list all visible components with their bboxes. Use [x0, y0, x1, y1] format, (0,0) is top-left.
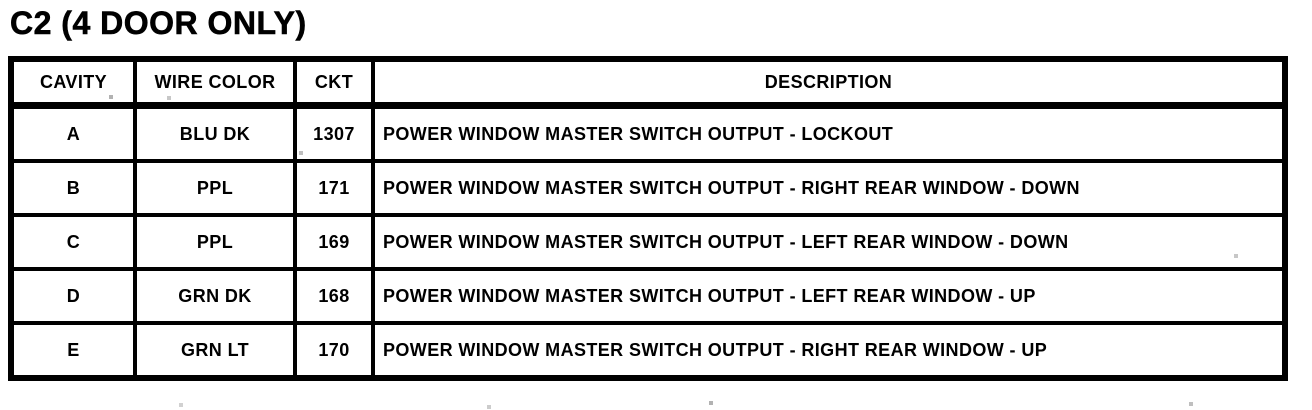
column-header-description: DESCRIPTION	[371, 57, 1287, 109]
cavity-cell: A	[9, 103, 137, 163]
connector-pinout-table: CAVITY WIRE COLOR CKT DESCRIPTION A BLU …	[8, 56, 1288, 381]
cavity-cell: E	[9, 321, 137, 380]
wire-color-cell: GRN LT	[133, 321, 297, 380]
ckt-cell: 169	[293, 213, 375, 271]
cavity-cell: B	[9, 159, 137, 217]
ckt-cell: 168	[293, 267, 375, 325]
table-row: B PPL 171 POWER WINDOW MASTER SWITCH OUT…	[9, 159, 1287, 217]
wire-color-cell: PPL	[133, 159, 297, 217]
column-header-wire-color: WIRE COLOR	[133, 57, 297, 109]
page-title: C2 (4 DOOR ONLY)	[10, 5, 307, 41]
description-cell: POWER WINDOW MASTER SWITCH OUTPUT - LEFT…	[371, 267, 1287, 325]
column-header-cavity: CAVITY	[9, 57, 137, 109]
scan-noise	[0, 0, 2, 2]
document-page: C2 (4 DOOR ONLY) CAVITY WIRE COLOR CKT D…	[0, 0, 1288, 381]
table-body: A BLU DK 1307 POWER WINDOW MASTER SWITCH…	[9, 103, 1287, 380]
table-row: D GRN DK 168 POWER WINDOW MASTER SWITCH …	[9, 267, 1287, 325]
cavity-cell: D	[9, 267, 137, 325]
wire-color-cell: PPL	[133, 213, 297, 271]
column-header-ckt: CKT	[293, 57, 375, 109]
description-cell: POWER WINDOW MASTER SWITCH OUTPUT - RIGH…	[371, 321, 1287, 380]
description-cell: POWER WINDOW MASTER SWITCH OUTPUT - LOCK…	[371, 103, 1287, 163]
table-row: A BLU DK 1307 POWER WINDOW MASTER SWITCH…	[9, 103, 1287, 163]
table-header: CAVITY WIRE COLOR CKT DESCRIPTION	[9, 57, 1287, 109]
wire-color-cell: GRN DK	[133, 267, 297, 325]
header-row: CAVITY WIRE COLOR CKT DESCRIPTION	[9, 57, 1287, 109]
wire-color-cell: BLU DK	[133, 103, 297, 163]
cavity-cell: C	[9, 213, 137, 271]
ckt-cell: 171	[293, 159, 375, 217]
ckt-cell: 1307	[293, 103, 375, 163]
description-cell: POWER WINDOW MASTER SWITCH OUTPUT - LEFT…	[371, 213, 1287, 271]
description-cell: POWER WINDOW MASTER SWITCH OUTPUT - RIGH…	[371, 159, 1287, 217]
ckt-cell: 170	[293, 321, 375, 380]
table-row: E GRN LT 170 POWER WINDOW MASTER SWITCH …	[9, 321, 1287, 380]
table-row: C PPL 169 POWER WINDOW MASTER SWITCH OUT…	[9, 213, 1287, 271]
